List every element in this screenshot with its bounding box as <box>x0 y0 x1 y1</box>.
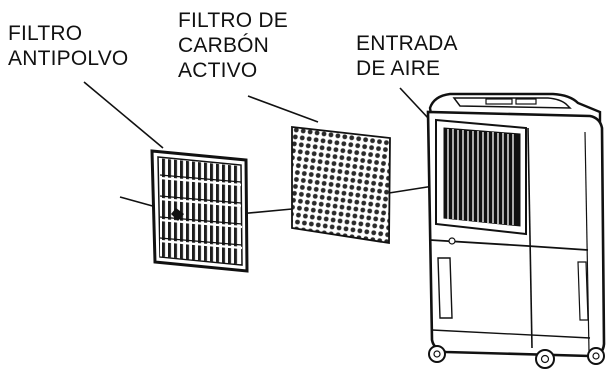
dust-filter <box>150 149 249 273</box>
leader-lines <box>83 81 459 219</box>
dehumidifier-unit <box>426 92 606 369</box>
label-filtro-antipolvo: FILTRO ANTIPOLVO <box>8 22 129 70</box>
leader-antipolvo <box>83 81 164 149</box>
leader-carbon <box>247 95 319 123</box>
carbon-filter <box>291 125 391 245</box>
label-entrada-de-aire: ENTRADA DE AIRE <box>356 32 458 80</box>
label-filtro-carbon-activo: FILTRO DE CARBÓN ACTIVO <box>178 9 288 82</box>
